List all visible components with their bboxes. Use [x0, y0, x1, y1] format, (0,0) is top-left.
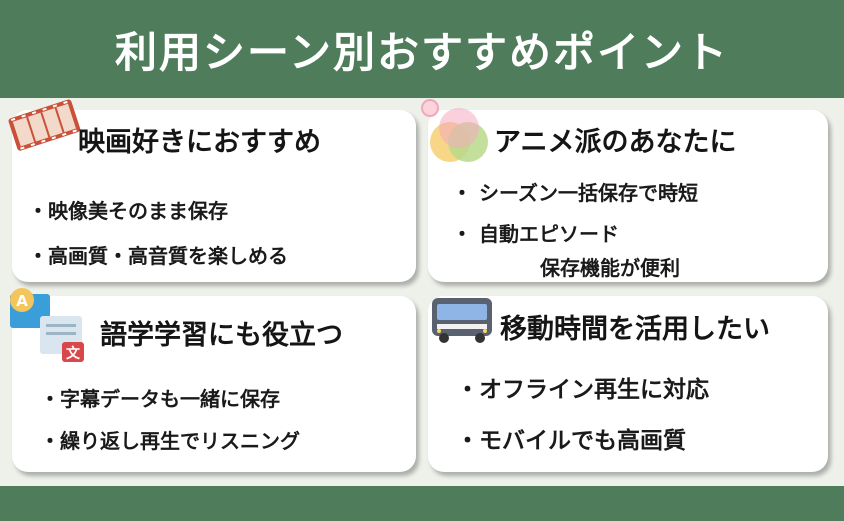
- card-title-movie: 映画好きにおすすめ: [78, 127, 321, 158]
- footer-bar: [0, 486, 844, 521]
- card-title-anime: アニメ派のあなたに: [494, 127, 737, 158]
- page-title: 利用シーン別おすすめポイント: [115, 27, 729, 77]
- translate-letter-a: A: [16, 292, 28, 310]
- translate-icon: A 文: [10, 288, 84, 362]
- film-reel-icon: [8, 99, 81, 151]
- header-banner: 利用シーン別おすすめポイント: [0, 0, 844, 98]
- translate-letter-bun: 文: [66, 345, 81, 362]
- card-travel-time: [428, 296, 828, 472]
- card-item-travel-1: ・オフライン再生に対応: [456, 377, 709, 403]
- card-item-movie-2: ・高画質・高音質を楽しめる: [28, 244, 288, 268]
- card-item-language-1: ・字幕データも一緒に保存: [40, 387, 280, 411]
- card-movie-lovers: [12, 110, 416, 282]
- overlapping-circles-icon: [421, 99, 488, 162]
- card-item-travel-2: ・モバイルでも高画質: [456, 428, 686, 454]
- card-item-anime-2-cont: 保存機能が便利: [540, 256, 680, 280]
- bus-icon: [432, 298, 492, 343]
- card-title-language: 語学学習にも役立つ: [100, 320, 343, 351]
- card-item-anime-2: ・ 自動エピソード: [452, 222, 619, 246]
- card-item-language-2: ・繰り返し再生でリスニング: [40, 429, 300, 453]
- card-anime-fans: [428, 110, 828, 282]
- card-item-movie-1: ・映像美そのまま保存: [28, 199, 228, 223]
- card-item-anime-1: ・ シーズン一括保存で時短: [452, 181, 698, 205]
- card-title-travel: 移動時間を活用したい: [500, 314, 770, 345]
